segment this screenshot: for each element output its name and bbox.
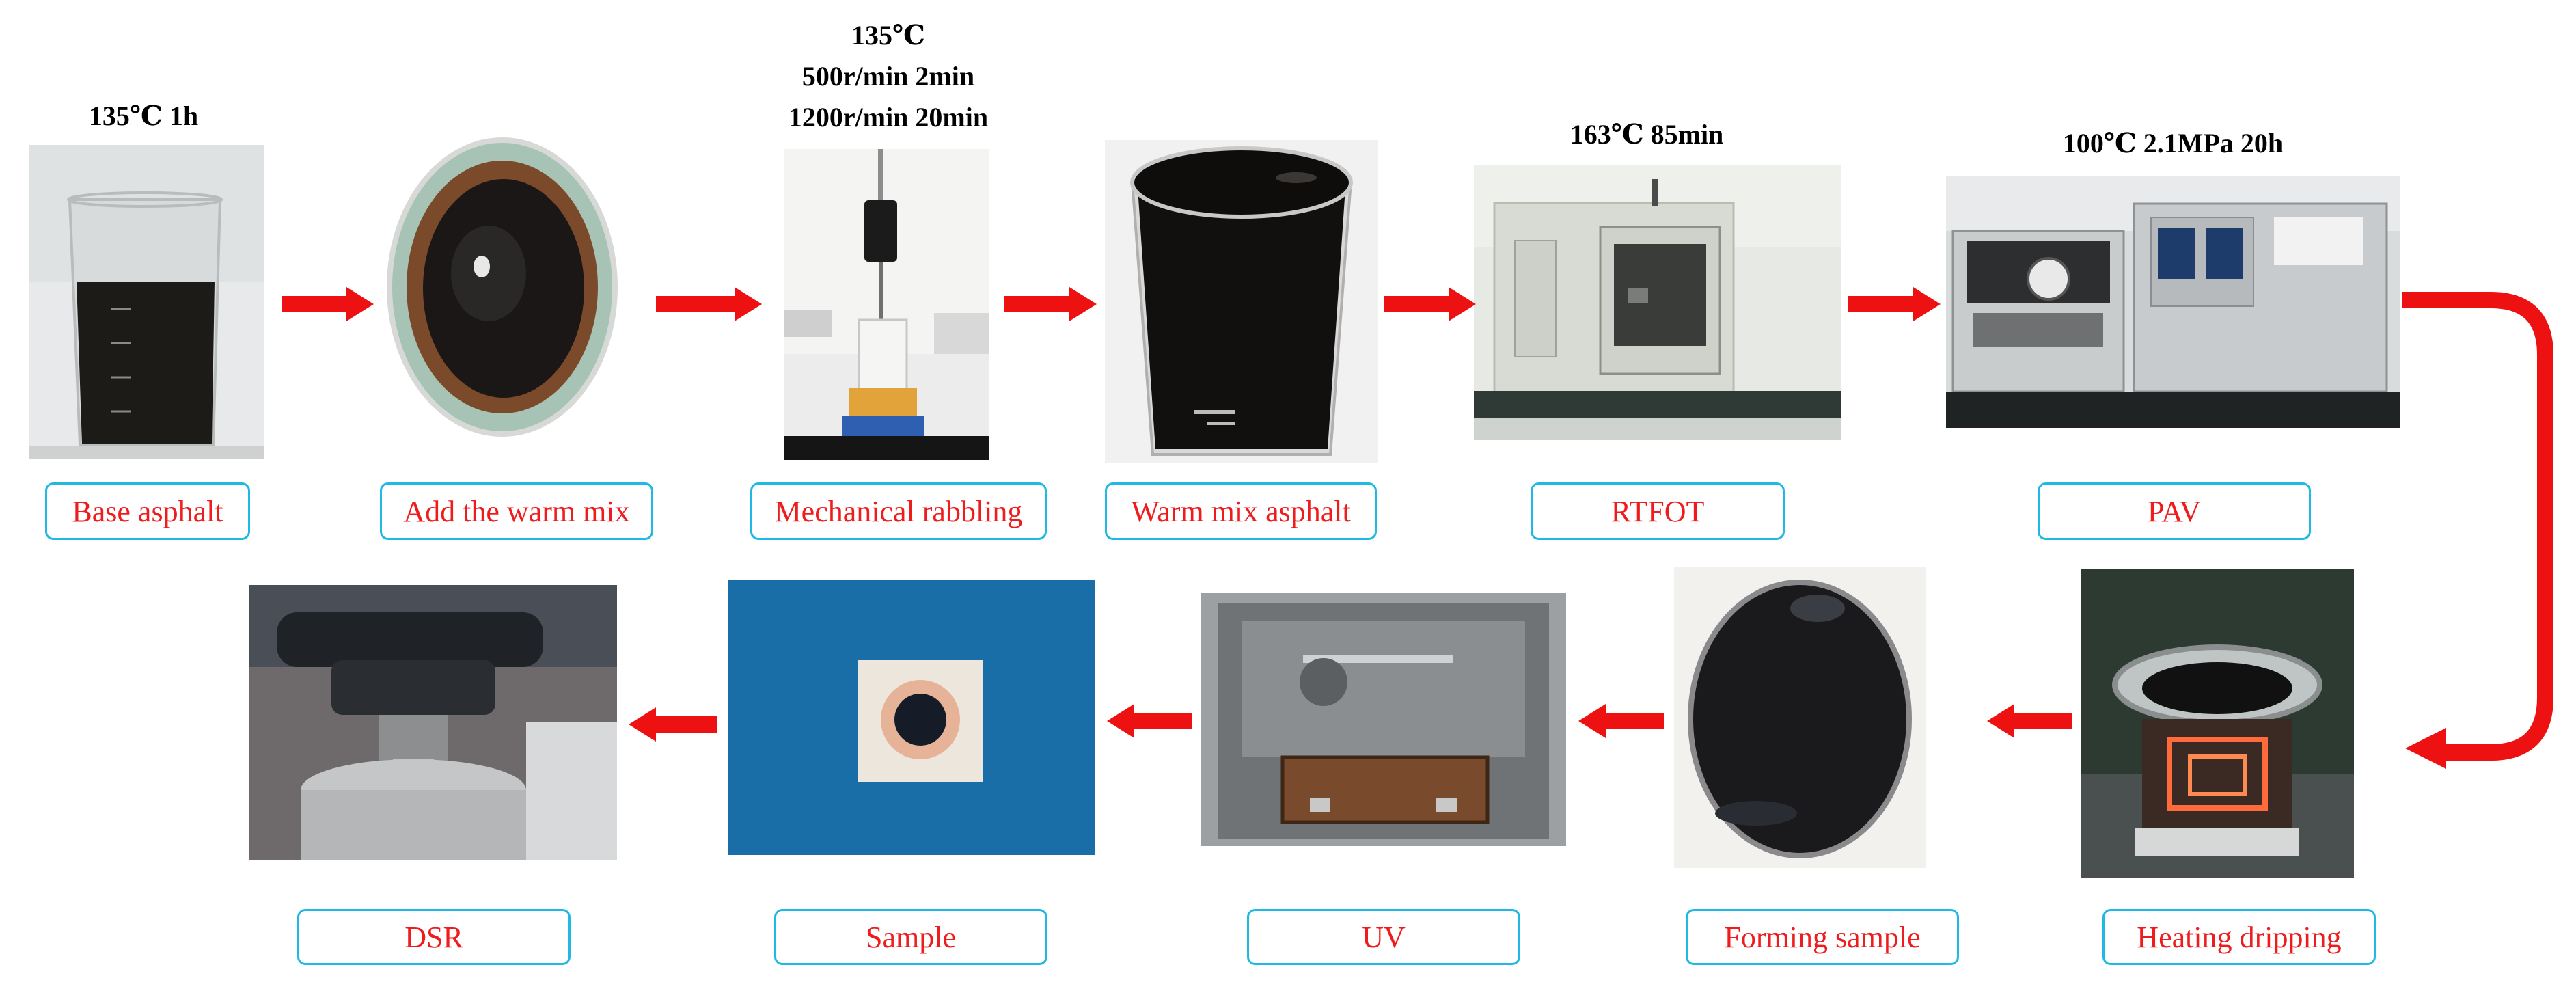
arrow-right <box>1004 287 1097 321</box>
condition-mechanical-rabbling: 135℃ 500r/min 2min 1200r/min 20min <box>758 15 1018 138</box>
mixer-photo <box>784 149 989 460</box>
label-forming-sample: Forming sample <box>1686 909 1959 965</box>
sample-plate-photo <box>728 580 1095 855</box>
label-sample: Sample <box>774 909 1047 965</box>
condition-line: 100℃ 2.1MPa 20h <box>2062 128 2284 159</box>
condition-line: 500r/min 2min <box>801 61 975 92</box>
beaker-full-photo <box>1105 140 1378 463</box>
arrow-left <box>1578 704 1664 738</box>
label-pav: PAV <box>2038 482 2311 540</box>
label-base-asphalt: Base asphalt <box>45 482 250 540</box>
label-mechanical-rabbling: Mechanical rabbling <box>750 482 1047 540</box>
condition-pav: 100℃ 2.1MPa 20h <box>1988 123 2357 164</box>
condition-base-asphalt: 135℃ 1h <box>61 96 225 137</box>
arrow-left <box>1107 704 1192 738</box>
condition-line: 135℃ <box>851 20 925 51</box>
arrow-left <box>629 707 717 742</box>
label-add-the-warm-mix: Add the warm mix <box>380 482 653 540</box>
label-uv: UV <box>1247 909 1520 965</box>
arrow-right <box>282 287 374 321</box>
label-rtfot: RTFOT <box>1531 482 1785 540</box>
arrow-right <box>1848 287 1941 321</box>
dish-top-view-photo <box>386 137 618 437</box>
oven-photo <box>1474 165 1841 440</box>
condition-line: 135℃ 1h <box>88 100 199 131</box>
pav-vessel-photo <box>1946 176 2400 428</box>
rheometer-photo <box>249 585 617 860</box>
beaker-asphalt-photo <box>29 145 264 459</box>
arrow-right <box>1384 287 1476 321</box>
condition-line: 163℃ 85min <box>1570 119 1724 150</box>
heater-photo <box>2081 569 2354 878</box>
arrow-right <box>656 287 762 321</box>
uv-chamber-photo <box>1201 593 1566 846</box>
label-warm-mix-asphalt: Warm mix asphalt <box>1105 482 1377 540</box>
round-plate-photo <box>1674 567 1926 868</box>
connector-arrow <box>2402 290 2559 769</box>
condition-rtfot: 163℃ 85min <box>1531 114 1763 155</box>
label-heating-dripping: Heating dripping <box>2102 909 2376 965</box>
arrow-left <box>1987 704 2072 738</box>
label-dsr: DSR <box>297 909 571 965</box>
condition-line: 1200r/min 20min <box>788 102 989 133</box>
